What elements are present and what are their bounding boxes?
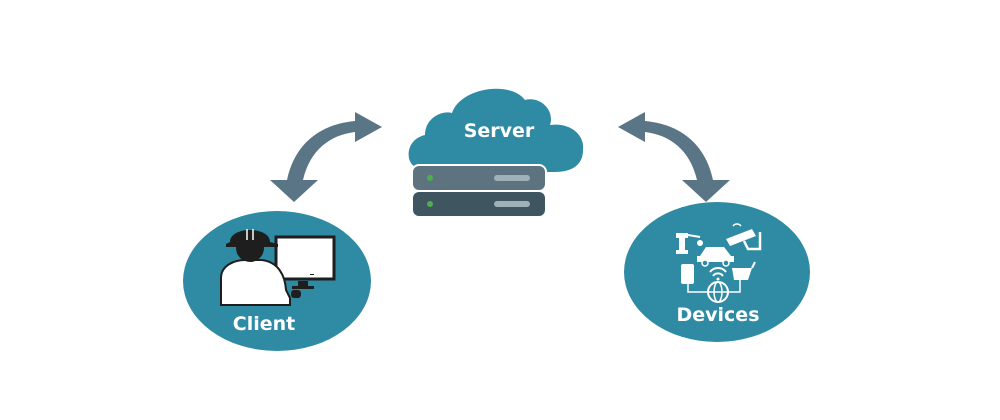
server-node: Server bbox=[408, 88, 584, 218]
cloud-icon bbox=[408, 88, 584, 172]
server-rack-bottom bbox=[411, 190, 547, 218]
server-slot-bottom bbox=[494, 201, 530, 207]
server-label: Server bbox=[464, 120, 535, 142]
iot-devices-icon bbox=[676, 223, 762, 303]
server-led-top bbox=[427, 175, 433, 181]
client-node: Client bbox=[183, 211, 371, 351]
worker-at-monitor-icon bbox=[220, 229, 336, 306]
devices-node: Devices bbox=[624, 202, 810, 342]
server-slot-top bbox=[494, 175, 530, 181]
client-server-arrow bbox=[270, 112, 382, 202]
server-devices-arrow bbox=[618, 112, 730, 202]
devices-circle bbox=[624, 202, 810, 342]
client-label: Client bbox=[233, 313, 295, 335]
server-led-bottom bbox=[427, 201, 433, 207]
devices-label: Devices bbox=[676, 304, 759, 326]
